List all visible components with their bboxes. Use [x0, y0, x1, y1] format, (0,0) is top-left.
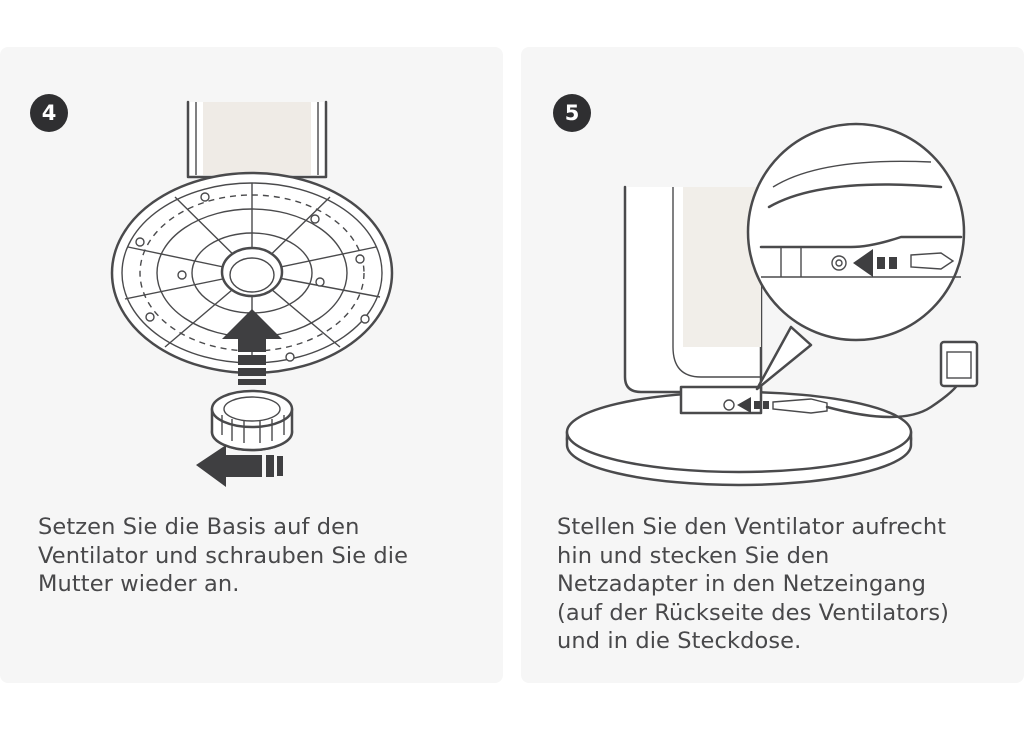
step-5-badge: 5 — [553, 94, 591, 132]
power-port-icon — [723, 399, 735, 411]
step-5-illustration — [565, 122, 979, 487]
step-5-panel: 5 — [521, 47, 1024, 683]
step-4-caption: Setzen Sie die Basis auf den Ventilator … — [38, 514, 409, 597]
step-4-illustration — [110, 100, 394, 487]
zoom-callout — [746, 122, 966, 391]
rotate-arrow-icon — [196, 445, 283, 487]
step-5-caption: Stellen Sie den Ventilator aufrecht hin … — [557, 514, 950, 654]
step-4-panel: 4 — [0, 47, 503, 683]
plug-arrow-icon — [737, 397, 769, 413]
insert-arrow-icon — [222, 309, 282, 385]
nut-icon — [210, 389, 294, 452]
wall-adapter-icon — [939, 340, 979, 388]
step-4-badge: 4 — [30, 94, 68, 132]
